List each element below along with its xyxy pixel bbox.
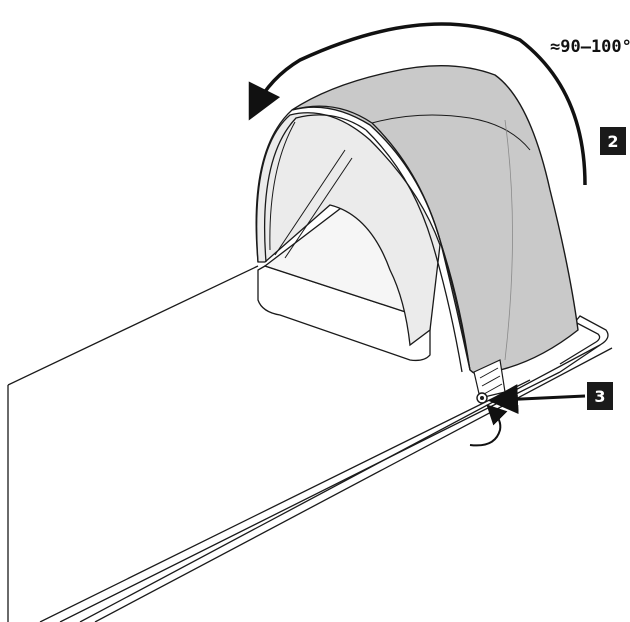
canopy-rotation-arrow-icon bbox=[248, 22, 587, 186]
step-3-badge: 3 bbox=[587, 382, 613, 410]
rotation-arrow-icon bbox=[469, 404, 508, 447]
canopy-edge-band bbox=[255, 105, 471, 373]
step-2-badge: 2 bbox=[600, 127, 626, 155]
step-3-number: 3 bbox=[594, 387, 605, 406]
step-2-number: 2 bbox=[607, 132, 618, 151]
canopy-fabric bbox=[291, 64, 579, 376]
step-3-leader-arrow-icon bbox=[488, 384, 586, 415]
canopy-inner bbox=[256, 112, 441, 347]
rotation-angle-label: ≈90–100° bbox=[550, 37, 630, 57]
bassinet-base bbox=[7, 265, 613, 622]
